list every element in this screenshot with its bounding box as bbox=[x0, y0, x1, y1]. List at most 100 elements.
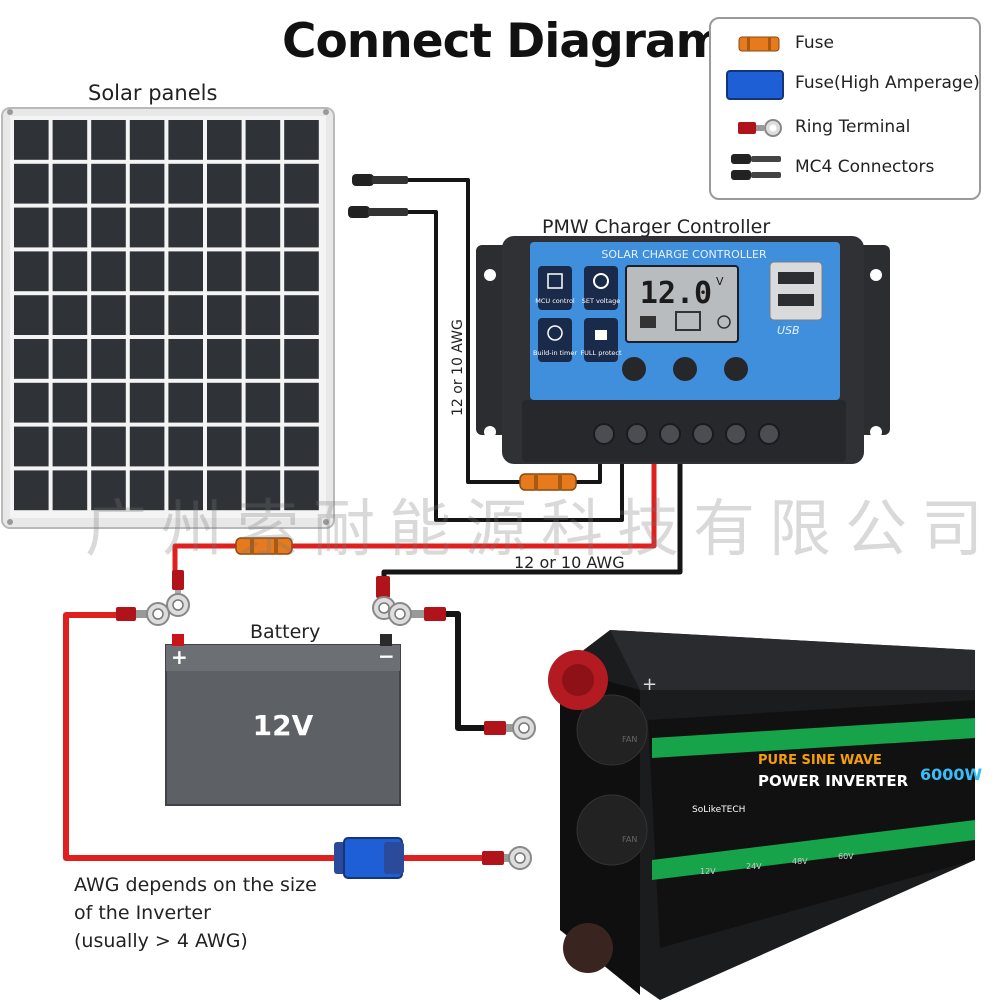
terminal-screw[interactable] bbox=[593, 423, 615, 445]
inverter-negative-wire bbox=[440, 611, 490, 731]
legend-label-mc4-connectors: MC4 Connectors bbox=[795, 157, 935, 177]
badge-timer: Build-in timer bbox=[533, 349, 577, 357]
solar-cell bbox=[14, 295, 49, 335]
terminal-screw[interactable] bbox=[758, 423, 780, 445]
solar-cell bbox=[129, 339, 165, 379]
solar-cell bbox=[91, 295, 126, 335]
solar-cell bbox=[91, 120, 126, 160]
mc4-lead-positive bbox=[408, 178, 520, 484]
chip-icon bbox=[547, 273, 563, 289]
controller-button-1[interactable] bbox=[622, 357, 646, 381]
fuse-battery-line bbox=[235, 537, 293, 555]
terminal-screw[interactable] bbox=[626, 423, 648, 445]
lcd-value: 12.0 bbox=[640, 276, 712, 311]
solar-cell bbox=[284, 207, 319, 248]
charge-controller: SOLAR CHARGE CONTROLLER MCU control SET … bbox=[476, 236, 890, 464]
badge-mcu: MCU control bbox=[535, 297, 575, 305]
inverter-line1: PURE SINE WAVE bbox=[758, 753, 882, 768]
fan-label-2: FAN bbox=[622, 835, 637, 844]
solar-panel bbox=[1, 107, 335, 529]
badge-set: SET voltage bbox=[582, 297, 621, 305]
solar-cell bbox=[52, 382, 88, 423]
solar-cell bbox=[245, 339, 281, 379]
solar-cell bbox=[14, 163, 49, 204]
solar-cell bbox=[245, 295, 281, 335]
fuse-icon bbox=[738, 36, 780, 52]
solar-cell bbox=[284, 382, 319, 423]
solar-cell bbox=[168, 470, 203, 511]
power-inverter: PURE SINE WAVE POWER INVERTER 6000W SoLi… bbox=[548, 630, 983, 1000]
solar-cell bbox=[168, 339, 203, 379]
solar-cell bbox=[52, 426, 88, 467]
solar-cell bbox=[52, 120, 88, 160]
solar-cell bbox=[245, 163, 281, 204]
solar-cell bbox=[129, 382, 165, 423]
legend-item-high-amperage-fuse: Fuse(High Amperage) bbox=[711, 69, 981, 100]
solar-cell bbox=[129, 426, 165, 467]
inverter-power: 6000W bbox=[920, 765, 983, 784]
solar-cell bbox=[207, 207, 242, 248]
terminal-screw[interactable] bbox=[725, 423, 747, 445]
solar-cell bbox=[207, 251, 242, 292]
lcd-unit: V bbox=[716, 275, 724, 288]
solar-cell bbox=[245, 251, 281, 292]
legend-item-ring-terminal: Ring Terminal bbox=[711, 113, 981, 143]
solar-cell bbox=[52, 470, 88, 511]
mc4-connectors-icon bbox=[731, 154, 781, 180]
legend: Fuse Fuse(High Amperage) Ring Terminal M… bbox=[709, 17, 981, 200]
controller-label: PMW Charger Controller bbox=[542, 216, 770, 238]
solar-cell bbox=[52, 207, 88, 248]
battery-plus-sign: + bbox=[171, 645, 188, 669]
fuse-controller-line bbox=[519, 473, 577, 491]
battery: + − 12V bbox=[165, 634, 401, 806]
inverter-note-line-1: AWG depends on the size bbox=[74, 874, 317, 896]
solar-cell bbox=[207, 470, 242, 511]
inverter-plus: + bbox=[642, 674, 657, 695]
solar-cell bbox=[52, 163, 88, 204]
solar-cell bbox=[168, 163, 203, 204]
controller-button-3[interactable] bbox=[724, 357, 748, 381]
inverter-positive-wire bbox=[63, 612, 340, 861]
solar-cell bbox=[129, 207, 165, 248]
inverter-voltage-option: 60V bbox=[838, 852, 854, 861]
solar-cell bbox=[168, 426, 203, 467]
solar-cell bbox=[207, 426, 242, 467]
solar-cell bbox=[284, 251, 319, 292]
solar-cell bbox=[129, 163, 165, 204]
legend-label-fuse: Fuse bbox=[795, 33, 834, 53]
solar-cell bbox=[14, 251, 49, 292]
diagram-title: Connect Diagram bbox=[282, 14, 725, 69]
solar-cell bbox=[245, 382, 281, 423]
solar-cell bbox=[284, 426, 319, 467]
solar-cell bbox=[91, 470, 126, 511]
solar-cell bbox=[91, 339, 126, 379]
solar-cell bbox=[14, 382, 49, 423]
inverter-line2: POWER INVERTER bbox=[758, 772, 909, 790]
usb-port bbox=[769, 261, 823, 321]
inverter-negative-knob[interactable] bbox=[563, 923, 613, 973]
solar-cell bbox=[245, 426, 281, 467]
legend-label-high-amperage-fuse: Fuse(High Amperage) bbox=[795, 73, 980, 93]
solar-cell bbox=[168, 295, 203, 335]
terminal-screw[interactable] bbox=[692, 423, 714, 445]
awg-vertical-label: 12 or 10 AWG bbox=[450, 319, 466, 416]
solar-cell bbox=[168, 207, 203, 248]
solar-cell bbox=[245, 120, 281, 160]
controller-button-2[interactable] bbox=[673, 357, 697, 381]
solar-cell bbox=[284, 470, 319, 511]
solar-cell bbox=[207, 163, 242, 204]
inverter-voltage-option: 24V bbox=[746, 862, 762, 871]
solar-cell bbox=[52, 339, 88, 379]
terminal-screw[interactable] bbox=[659, 423, 681, 445]
controller-badges: MCU control SET voltage Build-in timer F… bbox=[533, 266, 622, 362]
mc4-connector bbox=[348, 174, 408, 218]
awg-horizontal-label: 12 or 10 AWG bbox=[514, 553, 625, 572]
solar-cell bbox=[91, 207, 126, 248]
solar-cell bbox=[245, 207, 281, 248]
solar-cell bbox=[245, 470, 281, 511]
solar-cell bbox=[207, 295, 242, 335]
legend-item-mc4-connectors: MC4 Connectors bbox=[711, 153, 981, 183]
solar-cell bbox=[284, 339, 319, 379]
fan-label-1: FAN bbox=[622, 735, 637, 744]
inverter-brand: SoLikeTECH bbox=[692, 805, 745, 815]
